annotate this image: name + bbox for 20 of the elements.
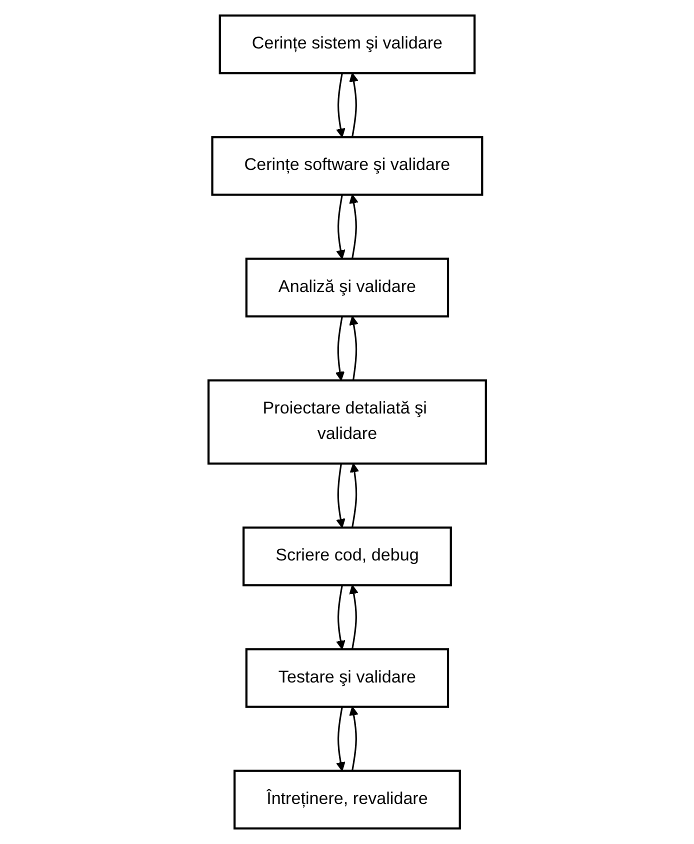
node-box: [245, 648, 449, 708]
arrow: [336, 73, 346, 138]
node-box: [211, 136, 483, 196]
waterfall-diagram: Cerințe sistem şi validare Cerințe software şi validare Analiză şi validare Proiectare detaliată şi validare Scriere cod, debug Testare şi validare Întreținere, revalidare: [200, 7, 494, 837]
arrow: [348, 584, 358, 650]
arrow: [335, 316, 344, 381]
arrow: [350, 463, 359, 528]
arrow: [336, 706, 346, 772]
arrow: [336, 585, 346, 650]
node-box: [207, 379, 487, 465]
arrow: [336, 194, 346, 260]
node-box: [218, 14, 476, 74]
arrow: [336, 464, 346, 528]
arrow: [348, 706, 358, 771]
node-box: [245, 258, 449, 318]
arrow: [348, 194, 358, 259]
node-box: [242, 526, 452, 586]
arrow: [348, 316, 358, 380]
node-box: [233, 770, 461, 830]
arrow: [348, 72, 358, 138]
